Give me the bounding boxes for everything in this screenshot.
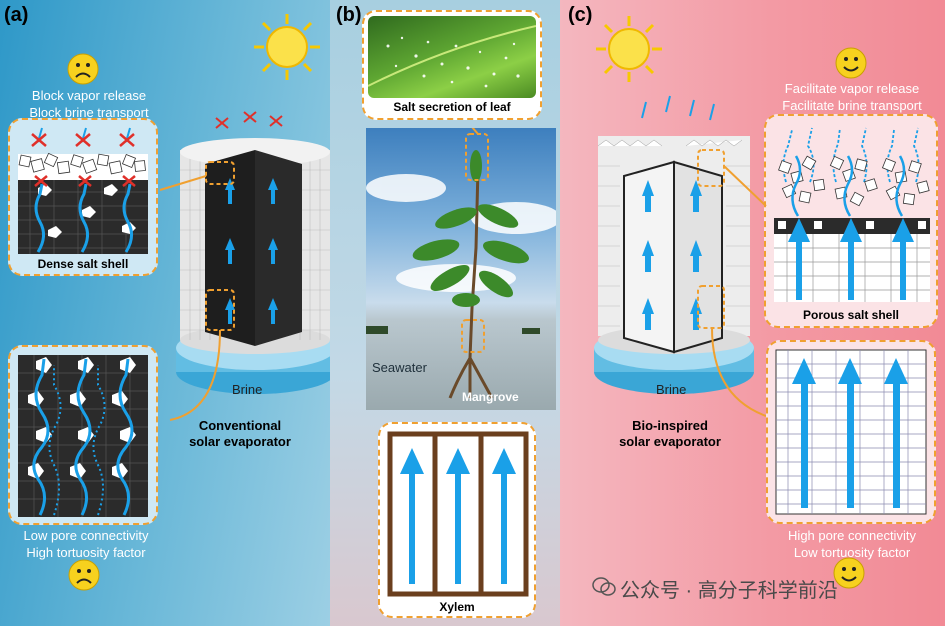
caption-low-connectivity: Low pore connectivity: [23, 528, 149, 543]
sad-face-icon: [67, 53, 99, 85]
conventional-title-line2: solar evaporator: [189, 434, 291, 449]
sun-icon-c: [596, 16, 662, 82]
brine-label-c: Brine: [656, 382, 687, 397]
seawater-label: Seawater: [372, 360, 427, 375]
leaf-salt-label: Salt secretion of leaf: [393, 100, 511, 114]
mangrove-photo: Seawater Mangrove: [366, 128, 556, 410]
conventional-evaporator: [159, 111, 336, 421]
xylem-inset: Xylem: [378, 422, 536, 618]
happy-face-bottom-icon: [833, 557, 865, 589]
bioinspired-evaporator: [594, 95, 767, 417]
conventional-title-line1: Conventional: [198, 418, 282, 433]
panel-label-a: (a): [4, 4, 29, 26]
tortuous-pores-inset: [8, 345, 158, 525]
xylem-label: Xylem: [439, 600, 475, 614]
caption-high-connectivity: High pore connectivity: [788, 528, 916, 543]
straight-pores-inset: [766, 340, 936, 524]
panel-label-c: (c): [568, 4, 593, 26]
caption-block-vapor: Block vapor release: [31, 88, 147, 103]
panel-mangrove: (b) Salt secretion of leaf: [330, 0, 560, 626]
caption-low-tortuosity: Low tortuosity factor: [793, 545, 911, 560]
happy-face-icon: [835, 47, 867, 79]
dense-salt-shell-inset: Dense salt shell: [8, 118, 158, 276]
panel-conventional: (a) Block vapor release Block brine tran…: [0, 0, 336, 626]
sad-face-bottom-icon: [68, 559, 100, 591]
bioinspired-title-line1: Bio-inspired: [632, 418, 708, 433]
brine-label-a: Brine: [232, 382, 263, 397]
panel-label-b: (b): [336, 4, 362, 26]
leaf-salt-inset: Salt secretion of leaf: [362, 10, 542, 120]
caption-facilitate-vapor: Facilitate vapor release: [784, 81, 920, 96]
mangrove-label: Mangrove: [462, 390, 519, 404]
porous-salt-shell-label: Porous salt shell: [802, 308, 900, 322]
caption-high-tortuosity: High tortuosity factor: [26, 545, 146, 560]
caption-facilitate-brine: Facilitate brine transport: [782, 98, 922, 113]
porous-salt-shell-inset: Porous salt shell: [764, 114, 938, 328]
caption-block-brine: Block brine transport: [29, 105, 149, 120]
sun-icon: [254, 14, 320, 80]
watermark-text: 公众号 · 高分子科学前沿: [620, 580, 838, 602]
wechat-icon: [592, 577, 616, 596]
dense-salt-shell-label: Dense salt shell: [37, 257, 129, 271]
panel-bioinspired: (c) Facilitate vapor release Facilitate …: [560, 0, 945, 626]
bioinspired-title-line2: solar evaporator: [619, 434, 721, 449]
